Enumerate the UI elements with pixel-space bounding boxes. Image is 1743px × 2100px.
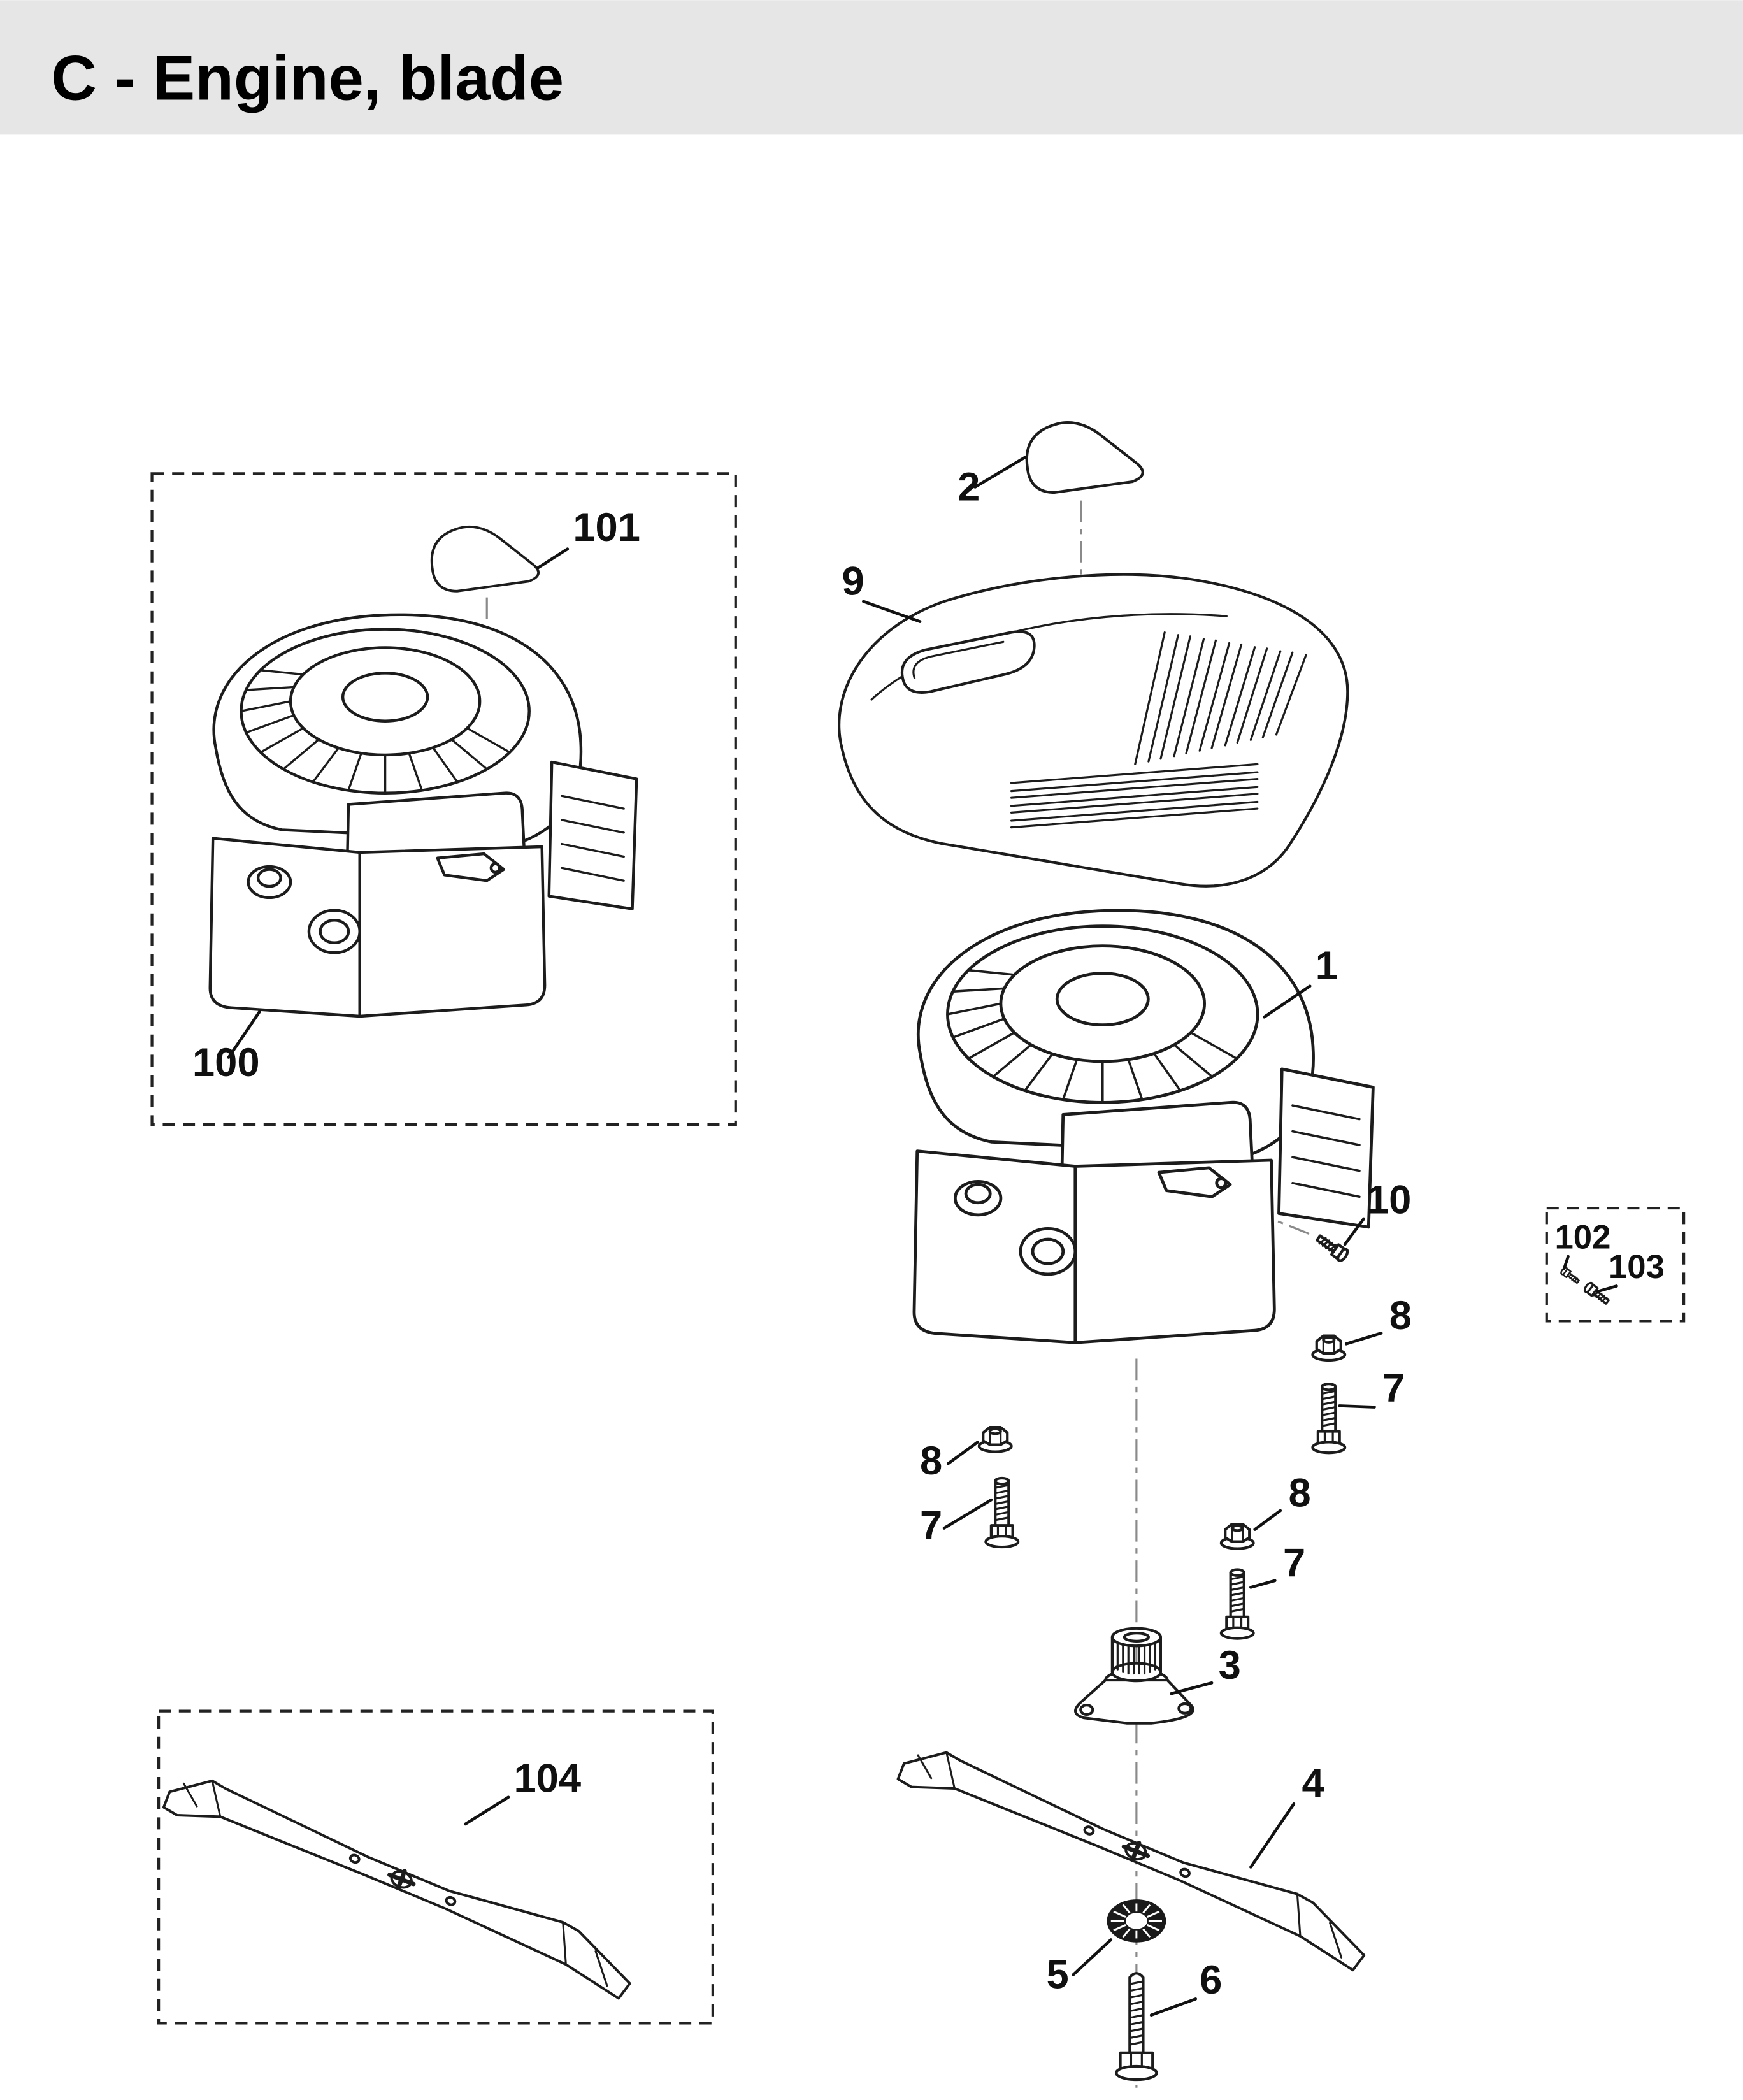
engine-illustration-boxed — [210, 615, 636, 1016]
adapter-knurl — [1116, 1643, 1157, 1675]
leader-100 — [227, 1010, 261, 1059]
header-bar — [0, 0, 1743, 135]
callout-10: 10 — [1366, 1178, 1411, 1223]
leader-6 — [1149, 1997, 1198, 2017]
leader-8-right — [1344, 1332, 1383, 1346]
leader-10 — [1343, 1217, 1365, 1246]
callout-6: 6 — [1200, 1958, 1222, 2003]
callout-2: 2 — [958, 465, 980, 510]
flange-nut-mid — [1221, 1524, 1254, 1548]
flange-bolt-right — [1312, 1384, 1345, 1453]
callout-labels: 101 100 2 9 1 10 102 103 8 7 8 7 8 7 3 4… — [192, 465, 1665, 2003]
leader-104 — [464, 1795, 510, 1826]
callout-1: 1 — [1316, 944, 1338, 988]
cover-plate-boxed — [430, 525, 540, 593]
detail-box-engine — [150, 472, 737, 1126]
cover-grille — [1010, 763, 1259, 829]
detail-box-blade — [157, 1709, 714, 2025]
cover-vent-slats — [1134, 631, 1307, 765]
engine-cover-part — [838, 573, 1349, 888]
leader-101 — [536, 547, 570, 570]
washer-part — [1107, 1899, 1166, 1943]
leader-8-mid — [1253, 1509, 1282, 1531]
leader-7-mid — [1249, 1579, 1277, 1589]
flange-bolt-left — [986, 1478, 1018, 1547]
callout-8-left: 8 — [920, 1439, 942, 1483]
callout-9: 9 — [842, 559, 864, 603]
leader-5 — [1072, 1938, 1113, 1976]
leader-9 — [862, 600, 922, 623]
blade-bolt-part — [1115, 1972, 1158, 2082]
leader-1 — [1263, 984, 1312, 1019]
flange-bolt-mid — [1221, 1570, 1254, 1639]
callout-3: 3 — [1219, 1643, 1241, 1688]
callout-4: 4 — [1302, 1762, 1324, 1806]
callout-5: 5 — [1046, 1953, 1068, 1997]
flange-nut-right — [1312, 1336, 1345, 1360]
blade-part-boxed — [158, 1768, 644, 2001]
leader-3 — [1170, 1681, 1214, 1695]
leader-2 — [973, 456, 1026, 489]
callout-104: 104 — [513, 1756, 581, 1801]
callout-7-mid: 7 — [1283, 1541, 1305, 1586]
leader-8-left — [947, 1441, 980, 1465]
callout-101: 101 — [573, 505, 640, 550]
blade-adapter-part — [1074, 1627, 1194, 1725]
center-line-screw — [1176, 1180, 1316, 1237]
cover-handle-cutout — [900, 630, 1036, 694]
detail-box-screws — [1545, 1206, 1686, 1323]
leader-102 — [1562, 1255, 1570, 1270]
leader-7-right — [1338, 1404, 1376, 1409]
callout-103: 103 — [1609, 1248, 1665, 1286]
leader-lines — [227, 456, 1618, 2017]
callout-8-mid: 8 — [1288, 1471, 1310, 1516]
callout-100: 100 — [192, 1040, 260, 1085]
engine-illustration-main — [914, 910, 1373, 1342]
callout-7-right: 7 — [1382, 1366, 1405, 1411]
small-screw-103 — [1582, 1280, 1612, 1307]
leader-4 — [1249, 1802, 1296, 1869]
small-screw-10 — [1315, 1232, 1349, 1262]
leader-7-left — [942, 1498, 993, 1530]
callout-8-right: 8 — [1389, 1293, 1412, 1338]
leader-103 — [1596, 1284, 1618, 1293]
flange-nut-left — [979, 1427, 1012, 1451]
callout-102: 102 — [1554, 1218, 1610, 1256]
page-title: C - Engine, blade — [51, 43, 564, 114]
cover-plate-part — [1027, 422, 1143, 493]
callout-7-left: 7 — [920, 1503, 942, 1548]
